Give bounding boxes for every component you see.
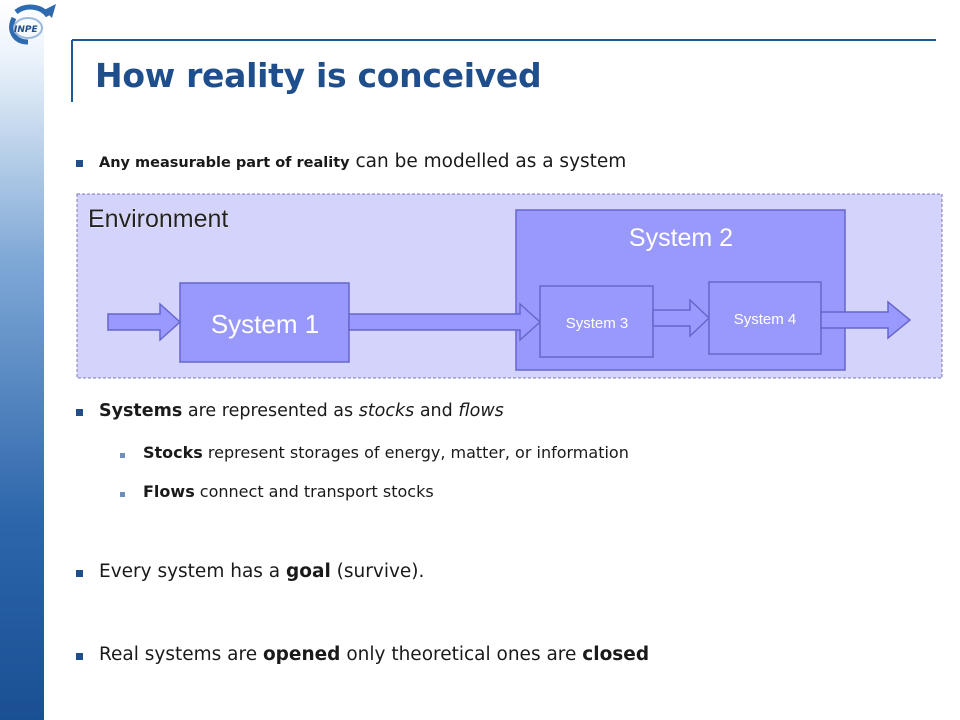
bullet-text: only theoretical ones are	[340, 644, 583, 665]
bullet-open-closed: Real systems are opened only theoretical…	[76, 644, 649, 665]
bullet-text: and	[414, 401, 459, 421]
bullet-text-goal: goal	[286, 561, 331, 582]
system-2-label: System 2	[629, 224, 733, 252]
system-4-label: System 4	[734, 311, 797, 328]
flow-arrow-system3-to-system4	[652, 298, 711, 338]
logo-text: INPE	[14, 25, 38, 35]
output-flow-arrow	[820, 300, 912, 340]
input-flow-arrow	[107, 302, 182, 342]
bullet-square-icon	[76, 653, 83, 660]
bullet-rest: can be modelled as a system	[349, 151, 627, 172]
bullet-text: Every system has a	[99, 561, 287, 582]
bullet-goal: Every system has a goal (survive).	[76, 561, 424, 582]
bullet-text: (survive).	[330, 561, 425, 582]
bullet-text: are represented as	[182, 401, 359, 421]
sub-bullet-stocks: Stocks represent storages of energy, mat…	[120, 443, 629, 462]
bullet-text-stocks: stocks	[358, 401, 415, 421]
system-3-label: System 3	[566, 315, 629, 332]
bullet-text: Real systems are	[99, 644, 263, 665]
title-rule-vertical	[71, 40, 73, 102]
bullet-square-icon	[120, 453, 125, 458]
side-band	[0, 0, 44, 720]
bullet-text: represent storages of energy, matter, or…	[202, 443, 629, 462]
bullet-text-closed: closed	[582, 644, 650, 665]
bullet-square-icon	[120, 492, 125, 497]
system-4-box	[708, 281, 822, 355]
bullet-square-icon	[76, 409, 83, 416]
bullet-text-systems: Systems	[99, 401, 183, 421]
inpe-logo: INPE	[2, 2, 58, 50]
environment-label: Environment	[88, 205, 228, 233]
bullet-text-stocks: Stocks	[143, 443, 203, 462]
flow-arrow-system1-to-system3	[348, 302, 542, 342]
system-3-box	[539, 285, 654, 358]
bullet-square-icon	[76, 160, 83, 167]
bullet-text-flows: flows	[458, 401, 504, 421]
system-1-box	[179, 282, 350, 363]
bullet-systems: Systems are represented as stocks and fl…	[76, 401, 504, 421]
environment-box	[76, 193, 943, 379]
bullet-lead: Any measurable part of reality	[99, 155, 350, 171]
bullet-text-flows: Flows	[143, 482, 195, 501]
bullet-text-opened: opened	[262, 644, 341, 665]
bullet-square-icon	[76, 570, 83, 577]
bullet-text: connect and transport stocks	[194, 482, 434, 501]
page-title: How reality is conceived	[95, 56, 542, 95]
sub-bullet-flows: Flows connect and transport stocks	[120, 482, 434, 501]
title-rule-horizontal	[72, 39, 936, 41]
system-1-label: System 1	[211, 309, 319, 339]
bullet-measurable: Any measurable part of reality can be mo…	[76, 151, 626, 172]
system-2-box	[515, 209, 846, 371]
